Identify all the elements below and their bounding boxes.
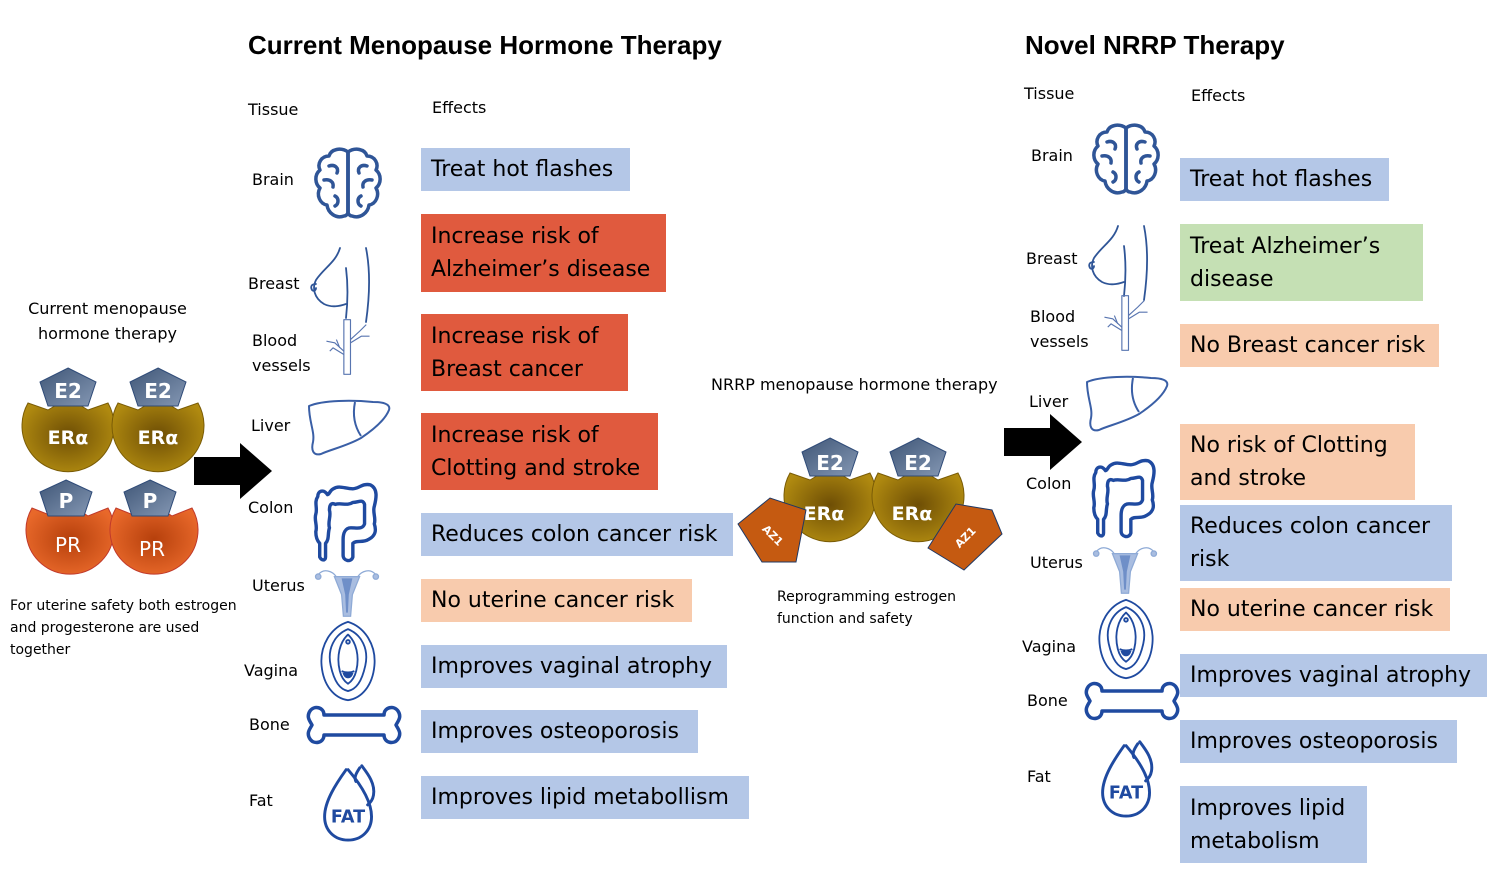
current-therapy-caption: Current menopause hormone therapy [28,299,187,343]
ligand-label: E2 [54,379,82,403]
breast-icon [306,244,376,324]
tissue-brain: Brain [1031,146,1073,165]
colon-icon [308,474,386,564]
effect-no-clotting-risk: No risk of Clotting and stroke [1180,424,1415,500]
blood-vessel-icon [318,318,378,376]
breast-icon [1084,222,1154,302]
tissue-bone: Bone [1027,691,1068,710]
effect-colon-cancer: Reduces colon cancer risk [421,513,733,556]
ligand-label: E2 [904,451,932,475]
ligand-label: P [143,489,158,513]
tissue-blood-vessels: Blood vessels [1030,307,1089,351]
effect-uterine-cancer: No uterine cancer risk [421,579,692,622]
pr-receptor-1: P PR [25,479,115,575]
bone-icon [1082,678,1182,724]
receptor-label: ERα [48,427,89,449]
tissue-liver: Liver [251,416,291,435]
effect-vaginal-atrophy: Improves vaginal atrophy [1180,654,1487,697]
effect-clotting-stroke-risk: Increase risk of Clotting and stroke [421,413,658,490]
ligand-label: P [59,489,74,513]
effect-uterine-cancer: No uterine cancer risk [1180,588,1450,631]
tissue-breast: Breast [248,274,300,293]
tissue-vagina: Vagina [244,661,299,680]
effect-breast-cancer-risk: Increase risk of Breast cancer [421,314,628,391]
receptor-label: ERα [892,503,933,525]
fat-icon [316,756,386,844]
effect-osteoporosis: Improves osteoporosis [421,710,698,753]
az1-modulator-2: AZ1 [927,503,1003,571]
tissue-bone: Bone [249,715,290,734]
era-receptor-1: E2 ERα [21,367,115,473]
bone-icon [304,702,404,748]
tissue-uterus: Uterus [252,576,305,595]
effect-alzheimers-risk: Increase risk of Alzheimer’s disease [421,214,666,292]
brain-icon [1090,122,1162,198]
effect-colon-cancer: Reduces colon cancer risk [1180,505,1452,581]
effect-treat-alzheimers: Treat Alzheimer’s disease [1180,224,1423,301]
receptor-complexes: E2 ERα E2 ERα P PR P PR [21,367,205,575]
receptor-label: PR [55,533,81,557]
tissue-header: Tissue [1024,84,1075,103]
blood-vessel-icon [1096,294,1156,352]
liver-icon [1080,374,1172,434]
tissue-breast: Breast [1026,249,1078,268]
pr-receptor-2: P PR [109,479,199,575]
tissue-fat: Fat [249,791,273,810]
receptor-label: PR [139,537,165,561]
colon-icon [1086,450,1164,540]
tissue-blood-vessels: Blood vessels [252,331,311,375]
right-arrow-icon [1004,414,1082,470]
effect-hot-flashes: Treat hot flashes [1180,158,1389,201]
tissue-header: Tissue [248,100,299,119]
reprogramming-note: Reprogramming estrogen function and safe… [777,589,956,627]
ligand-label: E2 [816,451,844,475]
effects-header: Effects [1191,86,1246,105]
liver-icon [302,398,394,458]
effect-vaginal-atrophy: Improves vaginal atrophy [421,645,727,688]
nrrp-receptor-complexes: E2 ERα E2 ERα AZ1 AZ1 [737,437,1003,571]
uterine-safety-note: For uterine safety both estrogen and pro… [10,598,237,658]
tissue-brain: Brain [252,170,294,189]
effect-lipid-metabolism: Improves lipid metabolism [1180,786,1367,863]
effect-osteoporosis: Improves osteoporosis [1180,720,1457,763]
tissue-fat: Fat [1027,767,1051,786]
ligand-label: E2 [144,379,172,403]
tissue-colon: Colon [248,498,294,517]
vagina-icon [316,620,380,702]
brain-icon [312,146,384,222]
tissue-uterus: Uterus [1030,553,1083,572]
right-arrow-icon [194,443,272,499]
novel-therapy-title: Novel NRRP Therapy [1025,30,1285,60]
tissue-liver: Liver [1029,392,1069,411]
uterus-icon [310,564,384,618]
tissue-vagina: Vagina [1022,637,1077,656]
effect-hot-flashes: Treat hot flashes [421,148,630,191]
era-receptor-nrrp-2: E2 ERα [871,437,965,543]
effect-no-breast-cancer-risk: No Breast cancer risk [1180,324,1439,367]
effects-header: Effects [432,98,487,117]
current-therapy-title: Current Menopause Hormone Therapy [248,30,722,60]
tissue-colon: Colon [1026,474,1072,493]
az1-modulator-1: AZ1 [737,497,807,563]
effect-lipid-metabolism: Improves lipid metabollism [421,776,749,819]
receptor-label: ERα [804,503,845,525]
vagina-icon [1094,598,1158,680]
nrrp-therapy-caption: NRRP menopause hormone therapy [711,375,998,394]
receptor-label: ERα [138,427,179,449]
fat-icon [1094,732,1164,820]
era-receptor-2: E2 ERα [111,367,205,473]
uterus-icon [1088,541,1162,595]
